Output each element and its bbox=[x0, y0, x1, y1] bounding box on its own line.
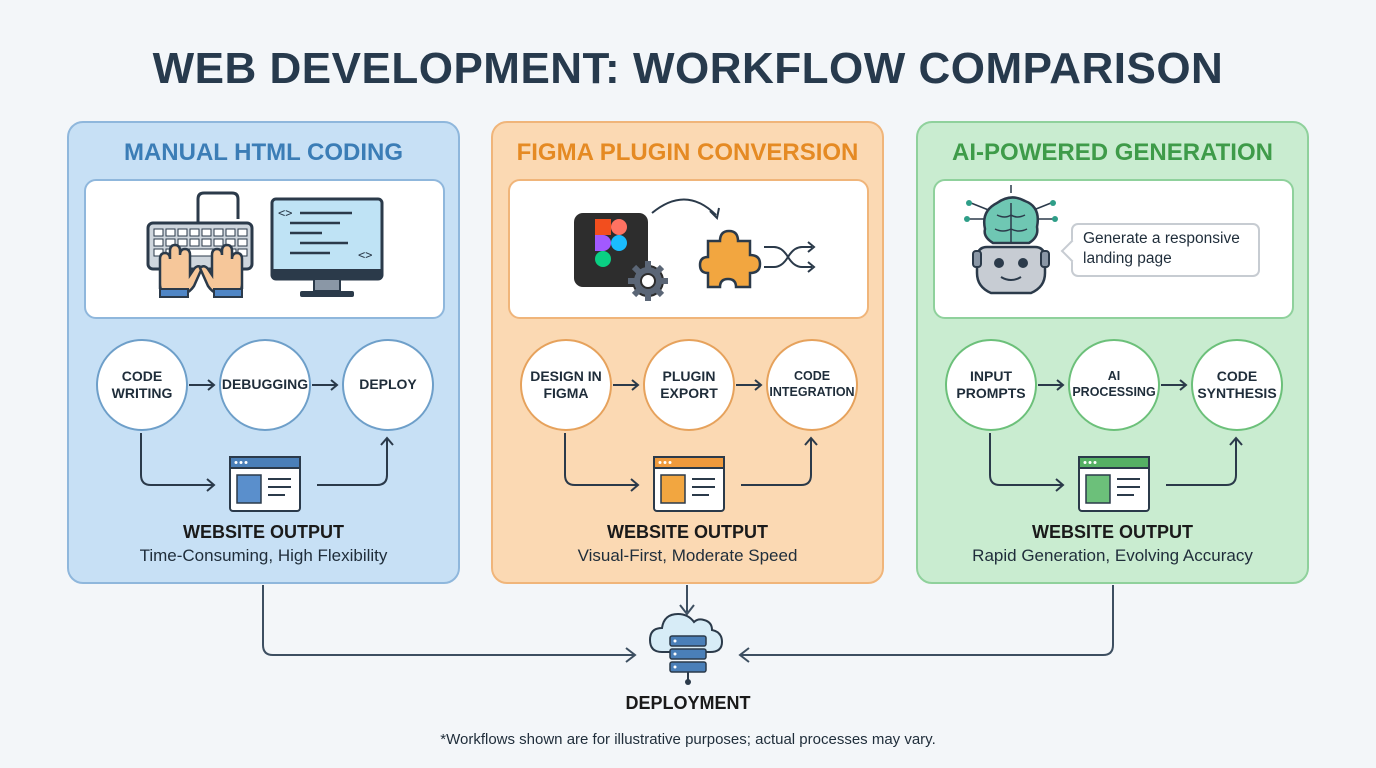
footnote: *Workflows shown are for illustrative pu… bbox=[440, 731, 936, 748]
illustration-box bbox=[508, 179, 869, 319]
output-title: WEBSITE OUTPUT bbox=[183, 522, 344, 542]
panel-ai-powered-generation: AI-POWERED GENERATION Generate a resp bbox=[916, 121, 1309, 584]
puzzle-icon bbox=[698, 229, 762, 289]
step-design-in-figma: DESIGN IN FIGMA bbox=[520, 339, 612, 431]
flow-arrows bbox=[989, 379, 1243, 512]
svg-text:<>: <> bbox=[278, 206, 292, 220]
step-deploy: DEPLOY bbox=[342, 339, 434, 431]
output-title: WEBSITE OUTPUT bbox=[1032, 522, 1193, 542]
output-description: Visual-First, Moderate Speed bbox=[577, 546, 798, 565]
keyboard-hands-icon bbox=[146, 191, 254, 298]
flow-arrows bbox=[140, 379, 394, 512]
svg-text:<>: <> bbox=[358, 248, 372, 262]
step-input-prompts: INPUT PROMPTS bbox=[945, 339, 1037, 431]
illustration-box: <> <> bbox=[84, 179, 445, 319]
illustration-box: Generate a responsive landing page bbox=[933, 179, 1294, 319]
output-description: Time-Consuming, High Flexibility bbox=[139, 546, 388, 565]
step-code-writing: CODE WRITING bbox=[96, 339, 188, 431]
shuffle-icon bbox=[764, 241, 816, 273]
prompt-speech-bubble: Generate a responsive landing page bbox=[1071, 223, 1260, 277]
step-code-integration: CODE INTEGRATION bbox=[766, 339, 858, 431]
panel-title: MANUAL HTML CODING bbox=[123, 139, 404, 166]
output-title: WEBSITE OUTPUT bbox=[607, 522, 768, 542]
step-debugging: DEBUGGING bbox=[219, 339, 311, 431]
step-code-synthesis: CODE SYNTHESIS bbox=[1191, 339, 1283, 431]
cloud-server-icon bbox=[648, 612, 724, 685]
panel-title: FIGMA PLUGIN CONVERSION bbox=[516, 139, 859, 166]
deployment-label: DEPLOYMENT bbox=[625, 693, 751, 713]
panel-title: AI-POWERED GENERATION bbox=[952, 139, 1273, 166]
browser-window-icon bbox=[1078, 456, 1150, 512]
step-ai-processing: AI PROCESSING bbox=[1068, 339, 1160, 431]
gear-icon bbox=[628, 261, 668, 301]
ai-robot-brain-icon bbox=[964, 185, 1058, 295]
step-plugin-export: PLUGIN EXPORT bbox=[643, 339, 735, 431]
panel-figma-plugin-conversion: FIGMA PLUGIN CONVERSION bbox=[491, 121, 884, 584]
flow-arrows bbox=[564, 379, 818, 512]
browser-window-icon bbox=[229, 456, 301, 512]
panel-manual-html-coding: MANUAL HTML CODING bbox=[67, 121, 460, 584]
browser-window-icon bbox=[653, 456, 725, 512]
page-title: WEB DEVELOPMENT: WORKFLOW COMPARISON bbox=[152, 44, 1224, 93]
figma-logo-icon bbox=[574, 213, 648, 287]
code-monitor-icon: <> <> bbox=[270, 197, 384, 297]
output-description: Rapid Generation, Evolving Accuracy bbox=[972, 546, 1253, 565]
